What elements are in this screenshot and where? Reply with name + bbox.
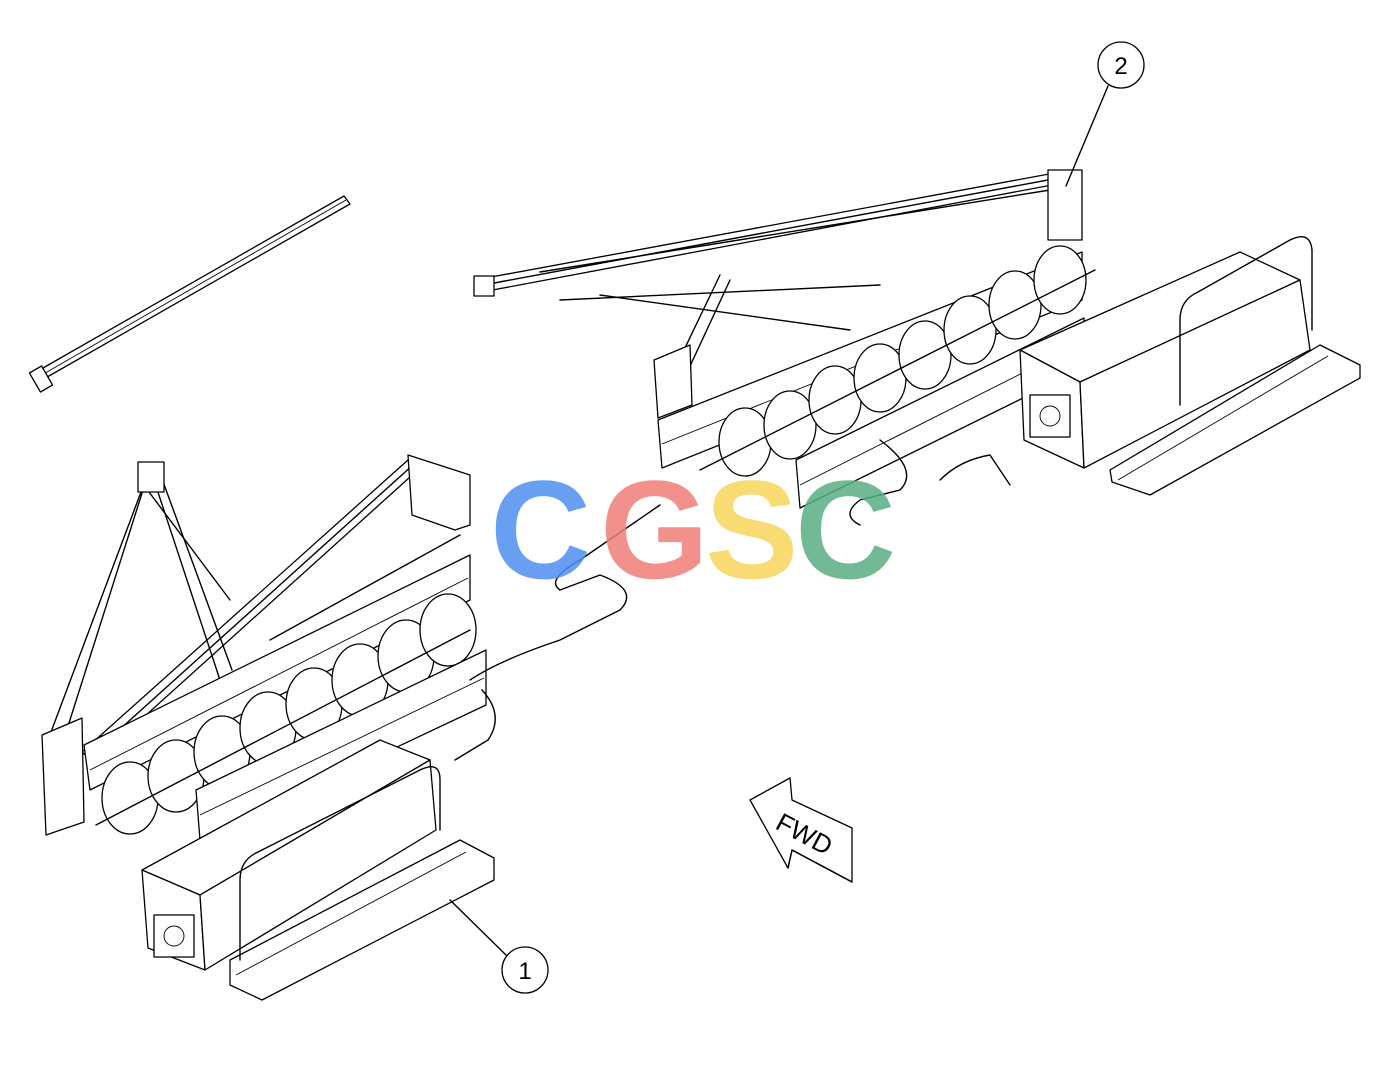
- left-auger-assembly: [41, 454, 661, 1001]
- right-auger-flights: [699, 245, 1096, 477]
- left-platform: [141, 739, 495, 1001]
- callout-1: 1: [449, 899, 549, 994]
- watermark-letter-s: S: [705, 451, 798, 608]
- watermark-letter-c2: C: [795, 451, 896, 608]
- fwd-arrow: FWD: [749, 777, 853, 883]
- right-platform: [1019, 236, 1361, 496]
- loose-rod: [28, 195, 351, 393]
- watermark-letter-g: G: [600, 451, 709, 608]
- right-auger-assembly: [473, 169, 1361, 526]
- watermark: C G S C: [490, 451, 896, 608]
- watermark-letter-c1: C: [490, 451, 591, 608]
- callout-2: 2: [1065, 41, 1145, 187]
- callout-1-label: 1: [518, 958, 531, 985]
- callout-2-label: 2: [1114, 53, 1127, 80]
